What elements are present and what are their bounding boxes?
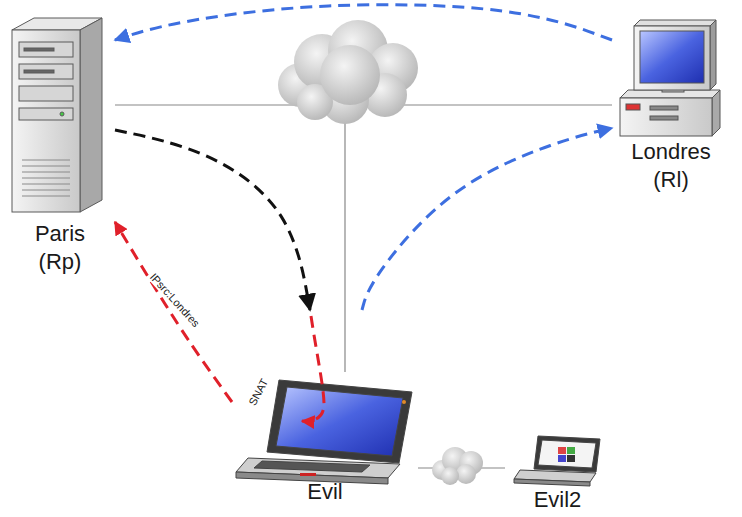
server-icon [12,18,102,212]
pc-node: Londres (Rl) [612,22,730,197]
node-label: Paris (Rp) [18,220,103,275]
nat-label: SNAT [245,375,271,409]
laptop-node: Evil [232,310,418,510]
nat-loop-arrow [302,316,324,421]
spoofed-arrow [115,222,232,402]
network-wire [344,110,345,372]
node-label: Evil [307,478,342,506]
edge-label: IPsrc:Londres [147,269,204,331]
network-cloud [278,20,418,124]
forward-arrow [362,128,612,310]
laptop-icon-small [514,436,600,486]
server-node: Paris (Rp) [5,15,115,279]
request-arrow [115,130,310,310]
desktop-pc-icon [620,20,720,136]
network-cloud-small [432,447,483,485]
node-label: Evil2 [534,486,582,514]
node-label: Londres (Rl) [621,138,721,193]
laptop-node: Evil2 [505,430,610,517]
